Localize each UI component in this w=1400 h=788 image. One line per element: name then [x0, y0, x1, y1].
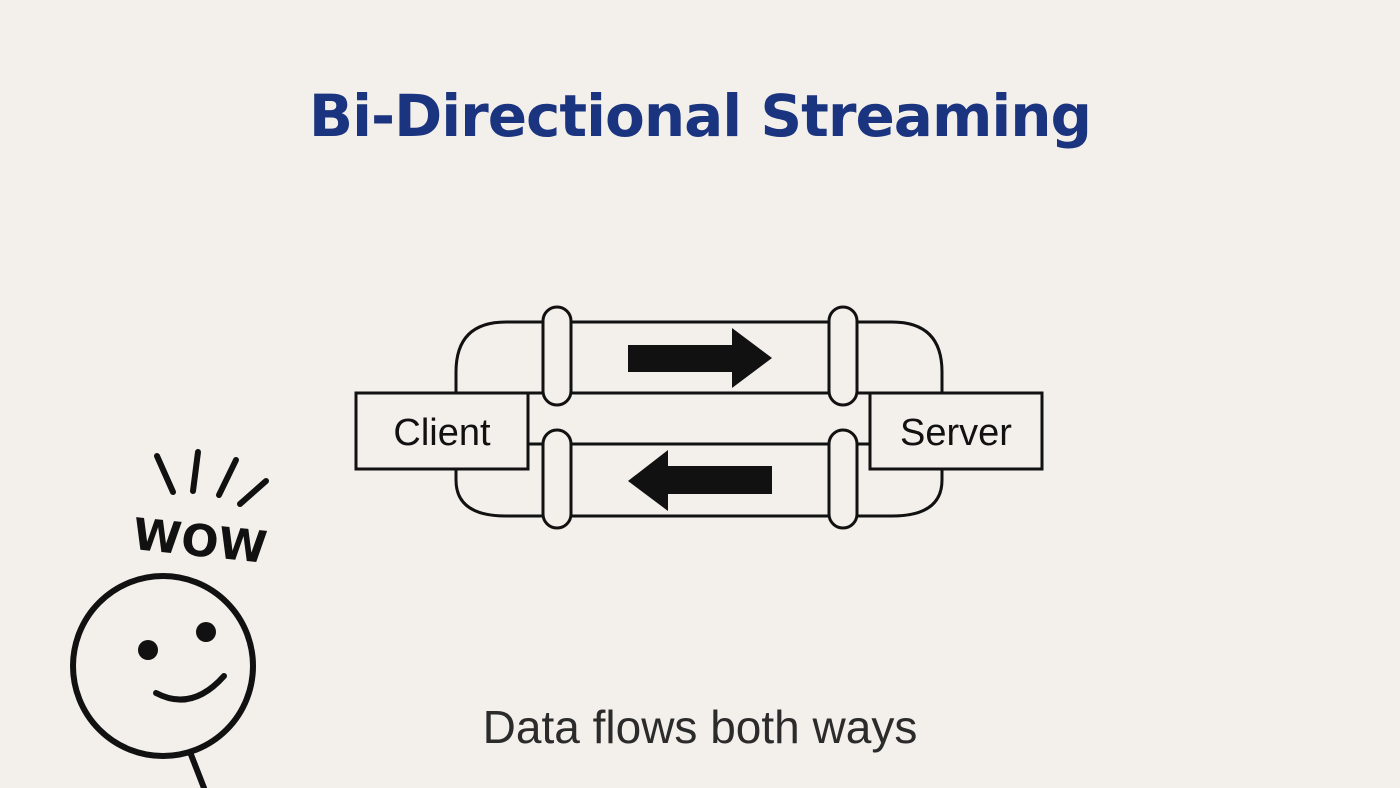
exclaim-stroke-1 — [154, 453, 176, 495]
server-label: Server — [900, 412, 1012, 454]
doodle-smile — [153, 673, 227, 703]
page-title: Bi-Directional Streaming — [308, 82, 1092, 150]
wow-doodle: WOW — [70, 449, 269, 788]
pipe-coupling-top-left — [541, 305, 573, 407]
exclaim-stroke-4 — [237, 478, 269, 507]
wow-text: WOW — [130, 509, 269, 574]
pipe-coupling-bottom-left — [541, 428, 573, 530]
doodle-face — [70, 573, 256, 759]
client-label: Client — [393, 412, 491, 454]
pipe-loop-outline — [454, 320, 944, 518]
client-box — [354, 391, 530, 471]
pipe-coupling-top-right — [827, 305, 859, 407]
server-box — [868, 391, 1044, 471]
exclaim-stroke-3 — [216, 457, 239, 498]
arrow-right-icon — [628, 328, 772, 388]
exclaim-stroke-2 — [190, 449, 201, 494]
pipe-coupling-bottom-right — [827, 428, 859, 530]
doodle-eye-left — [138, 640, 158, 660]
doodle-eye-right — [196, 622, 216, 642]
doodle-stick — [187, 749, 207, 788]
diagram-caption: Data flows both ways — [482, 701, 918, 753]
arrow-left-icon — [628, 450, 772, 511]
